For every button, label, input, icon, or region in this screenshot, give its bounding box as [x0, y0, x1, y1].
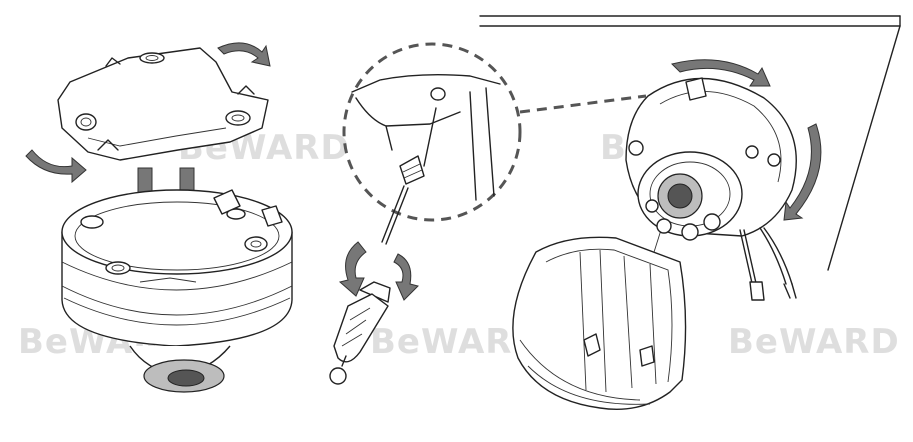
mounting-plate: [57, 47, 269, 161]
curved-arrow-icon: [338, 241, 367, 297]
curved-arrow-icon: [783, 123, 822, 221]
camera-base: [61, 189, 293, 393]
camera-module: [625, 77, 797, 301]
leader-line: [519, 94, 647, 114]
detail-wall-section: [351, 73, 501, 201]
curved-arrow-icon: [671, 59, 771, 87]
curved-arrow-icon: [217, 42, 271, 67]
screwdriver-icon: [329, 185, 409, 385]
dome-cover: [512, 236, 687, 410]
curved-arrow-icon: [25, 149, 87, 184]
detail-circle: [342, 42, 522, 222]
screw-icon: [399, 107, 437, 185]
curved-arrow-icon: [393, 253, 419, 301]
